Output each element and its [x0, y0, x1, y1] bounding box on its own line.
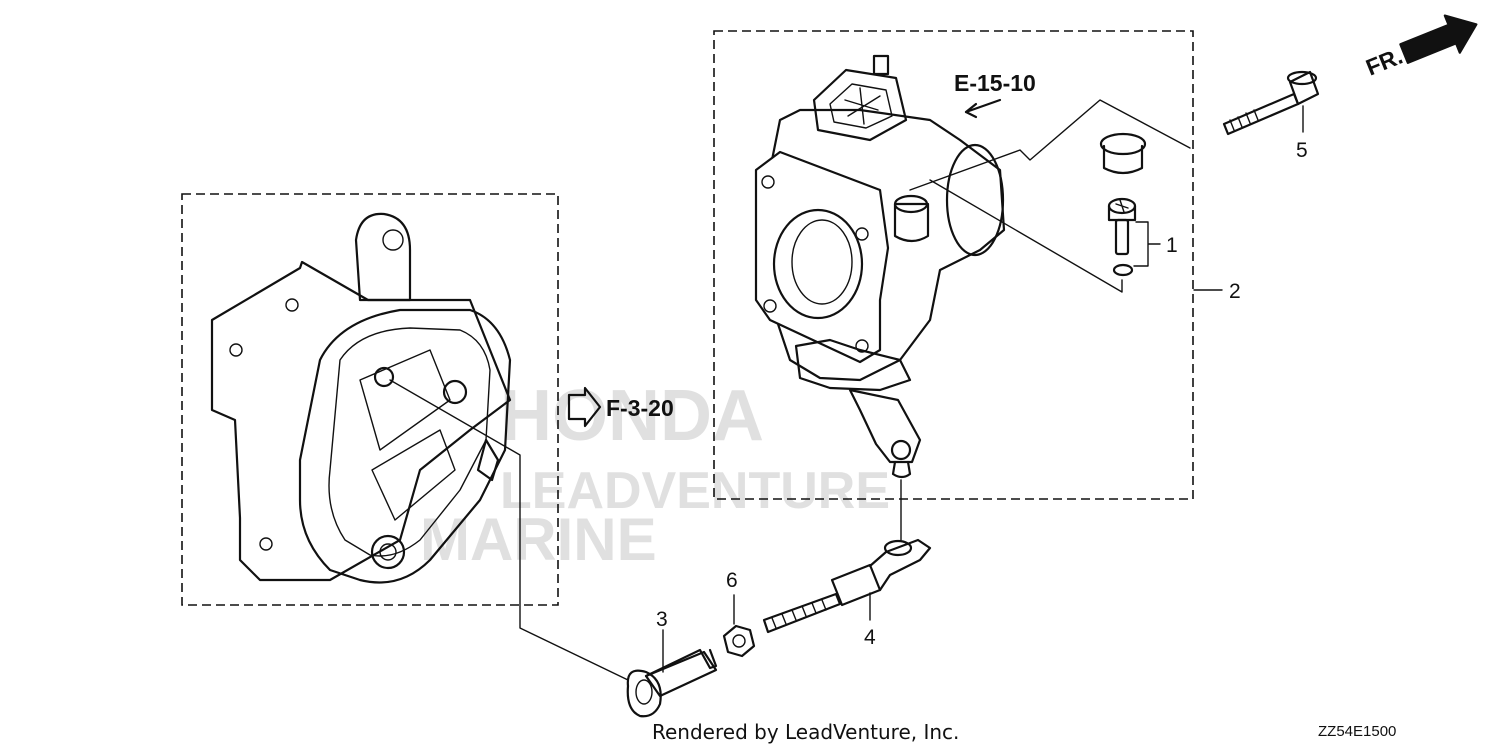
bracket-group-box [181, 193, 559, 606]
ref-f-label: F-3-20 [606, 395, 674, 421]
front-marker-label: FR. [1362, 43, 1406, 81]
ref-e-15-10[interactable]: E-15-10 [954, 70, 1036, 119]
watermark-line3: MARINE [420, 506, 657, 573]
front-direction-marker: FR. [1362, 14, 1478, 81]
ref-e-label: E-15-10 [954, 70, 1036, 96]
part-4-throttle-rod[interactable] [762, 538, 932, 634]
footer-credit: Rendered by LeadVenture, Inc. [652, 720, 959, 744]
watermark-line1: HONDA [500, 376, 764, 456]
callout-3: 3 [656, 608, 668, 631]
leader-to-part-5 [909, 99, 1191, 191]
callout-2: 2 [1229, 280, 1241, 303]
callout-1: 1 [1166, 234, 1178, 257]
bracket-assembly[interactable] [210, 212, 512, 584]
part-3-ball-socket[interactable] [626, 648, 718, 718]
callout-5: 5 [1296, 139, 1308, 162]
callout-6: 6 [726, 569, 738, 592]
watermark-line2: LEADVENTURE [500, 462, 890, 520]
leader-bracket-to-part-3 [389, 379, 629, 681]
throttle-body-group-box [713, 30, 1194, 500]
callout-4: 4 [864, 626, 876, 649]
diagram-code: ZZ54E1500 [1318, 723, 1396, 740]
part-5-flange-bolt[interactable] [1222, 70, 1320, 136]
ref-f-3-20[interactable]: F-3-20 [567, 386, 674, 428]
throttle-body-assembly[interactable] [754, 54, 1006, 479]
leader-to-part-1 [929, 179, 1123, 293]
watermark: HONDA LEADVENTURE MARINE [420, 376, 890, 573]
bracket-leader-part-1 [1133, 221, 1161, 267]
part-1-screw-and-washer[interactable] [1107, 197, 1137, 277]
cap-plug[interactable] [1099, 132, 1147, 175]
part-6-nut[interactable] [722, 624, 756, 658]
